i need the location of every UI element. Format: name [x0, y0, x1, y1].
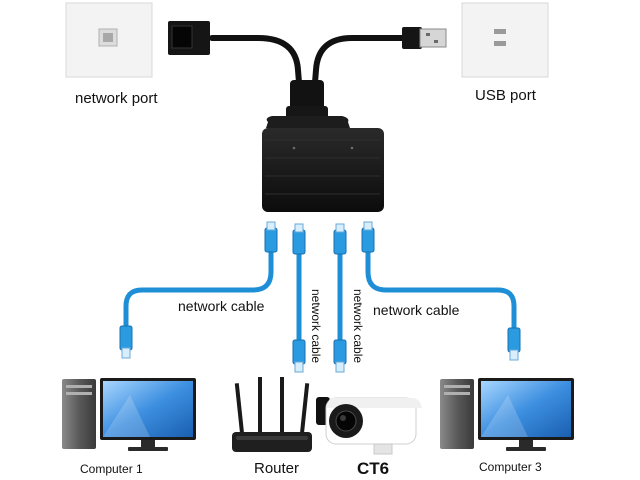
network-cable-left	[119, 221, 278, 359]
computer-1-label: Computer 1	[80, 462, 143, 476]
network-cable-label-right: network cable	[373, 302, 460, 318]
ct6-label: CT6	[357, 459, 390, 478]
network-port-label: network port	[75, 90, 158, 107]
computer-3-label: Computer 3	[479, 460, 542, 474]
usb-port-label: USB port	[475, 87, 536, 104]
router-label: Router	[254, 460, 300, 477]
network-cable-label-vertical-right: network cable	[351, 289, 365, 364]
bullet-camera-icon	[316, 397, 422, 455]
network-cable-center-left	[292, 223, 306, 373]
usb-wall-plate-icon	[461, 2, 549, 78]
desktop-computer-icon	[62, 378, 196, 451]
network-cable-label-left: network cable	[178, 298, 265, 314]
router-icon	[232, 377, 312, 452]
network-cable-right	[361, 221, 521, 361]
network-splitter-icon	[168, 21, 447, 212]
network-cable-label-vertical-left: network cable	[309, 289, 323, 364]
rj45-wall-plate-icon	[65, 2, 153, 78]
network-cable-center-right	[333, 223, 347, 373]
desktop-computer-icon	[440, 378, 574, 451]
